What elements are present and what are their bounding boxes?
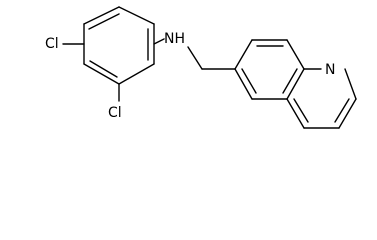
bond-double-inner bbox=[282, 68, 298, 94]
bond bbox=[118, 63, 155, 85]
bond-double-inner bbox=[89, 60, 118, 78]
quinoline-nitrogen-label: N bbox=[325, 62, 335, 78]
bond bbox=[286, 68, 305, 100]
bond bbox=[286, 98, 305, 129]
bond bbox=[118, 6, 155, 25]
chlorine-bottom-label: Cl bbox=[108, 105, 122, 121]
bond-double-inner bbox=[334, 98, 350, 123]
bond-double-inner bbox=[293, 98, 309, 123]
bond bbox=[83, 63, 120, 85]
amine-nh-label: NH bbox=[164, 31, 185, 47]
bond bbox=[338, 98, 357, 129]
bond-nh-ch2 bbox=[187, 46, 203, 70]
bond-double-inner bbox=[88, 13, 120, 30]
bond bbox=[286, 39, 305, 70]
atom-labels: Cl Cl NH N bbox=[45, 31, 335, 121]
bond bbox=[234, 39, 253, 70]
chlorine-left-label: Cl bbox=[45, 36, 59, 52]
chemical-structure-diagram: Cl Cl NH N bbox=[45, 6, 357, 129]
bonds bbox=[62, 6, 357, 129]
bond bbox=[344, 68, 357, 100]
bond-to-nh bbox=[153, 38, 165, 45]
bond bbox=[234, 68, 253, 100]
bond-double-inner bbox=[241, 68, 257, 94]
bond bbox=[83, 6, 120, 25]
